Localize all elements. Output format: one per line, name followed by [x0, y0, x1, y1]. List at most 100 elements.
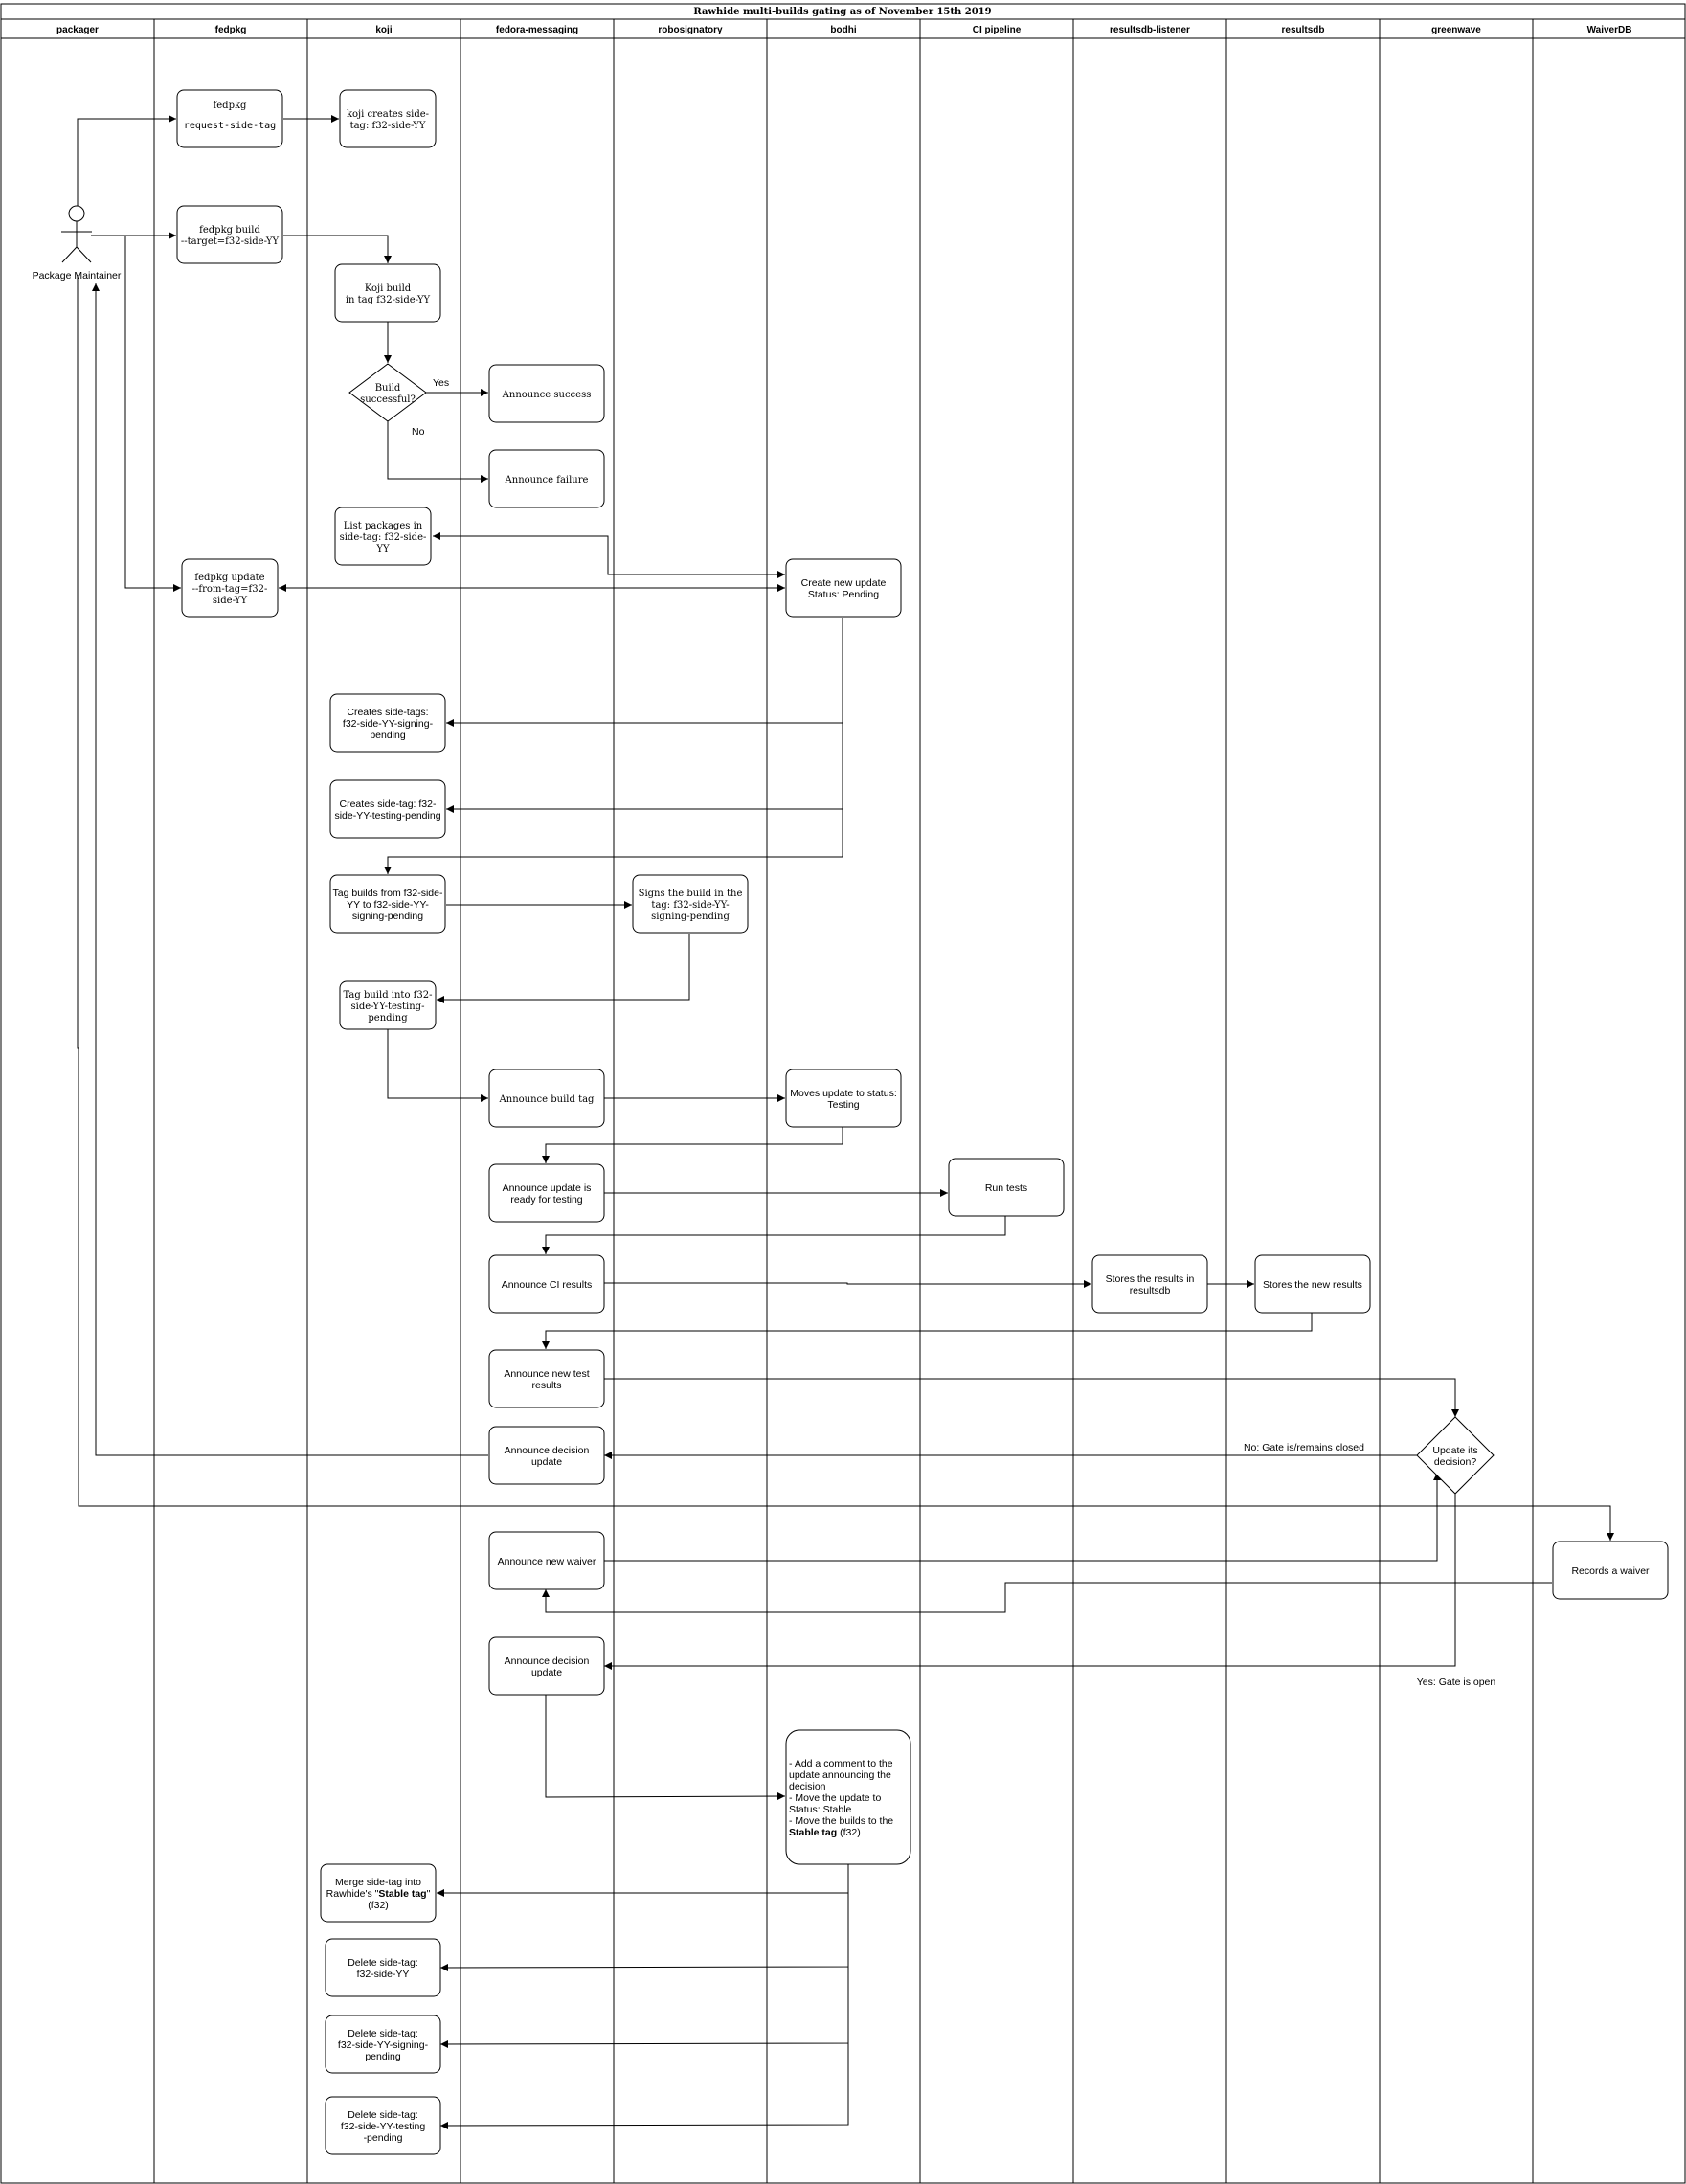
pool-frame: [0, 3, 1686, 2184]
node-label-line: - Move the builds to the: [789, 1815, 893, 1827]
node-label-line: Announce success: [502, 390, 592, 400]
node-ann-build-tag: Announce build tag: [488, 1069, 605, 1128]
node-label-line: Stable tag (f32): [789, 1827, 861, 1838]
node-label-line: Status: Stable: [789, 1804, 852, 1815]
lane-header-resultsdb: resultsdb: [1281, 25, 1324, 35]
node-label-line: --from-tag=f32-: [192, 584, 268, 595]
gate-closed-label: No: Gate is/remains closed: [1244, 1442, 1364, 1453]
node-label-line: fedpkg build: [199, 225, 260, 236]
node-label-line: update: [531, 1667, 562, 1678]
node-label-line: side-YY-testing-pending: [334, 810, 440, 822]
node-label-line: Announce build tag: [499, 1094, 596, 1105]
lane-header-bodhi: bodhi: [830, 25, 856, 35]
node-label-line: Stores the new results: [1263, 1279, 1362, 1291]
node-koji-side-tag: koji creates side-tag: f32-side-YY: [339, 89, 437, 148]
edge-waiver-announce-to-greenwave: [604, 1473, 1441, 1562]
node-del-signing: Delete side-tag:f32-side-YY-signing-pend…: [325, 2015, 441, 2074]
node-label-line: YY to f32-side-YY-: [347, 899, 429, 911]
node-ann-success: Announce success: [488, 364, 605, 423]
node-label-line: Merge side-tag into: [335, 1877, 421, 1888]
edge-moves-to-ready: [542, 1127, 843, 1163]
node-label-line: update: [531, 1456, 562, 1468]
node-label-line: Announce update is: [503, 1182, 592, 1194]
yes-label: Yes: [433, 377, 449, 389]
node-label-line: resultsdb: [1130, 1285, 1171, 1296]
edge-tag-to-announce-build-tag: [387, 1029, 488, 1102]
node-label-line: Run tests: [985, 1182, 1027, 1194]
node-request-side-tag: fedpkg request-side-tag: [176, 89, 283, 148]
edge-run-tests-to-ci-results: [542, 1216, 1006, 1254]
node-label-line: Announce decision: [505, 1655, 590, 1667]
node-label-line: Announce decision: [505, 1445, 590, 1456]
edge-stores-new-to-announce-results: [542, 1313, 1313, 1349]
node-records-waiver: Records a waiver: [1552, 1541, 1669, 1600]
node-label-line: fedpkg update: [194, 573, 264, 583]
node-label-line: Signs the build in the: [639, 889, 743, 899]
edge-bodhi-to-testing-pending: [446, 723, 843, 813]
edge-bodhi-to-tag-builds: [384, 809, 843, 874]
node-label-line: decision?: [1434, 1456, 1477, 1468]
node-label-line: f32-side-YY-signing-: [338, 2039, 429, 2051]
no-label: No: [412, 426, 425, 438]
edge-ci-results-to-stores-rdb: [604, 1280, 1091, 1288]
lane-header-ci-pipeline: CI pipeline: [973, 25, 1022, 35]
node-label-line: pending: [365, 2051, 401, 2062]
node-tag-into-testing: Tag build into f32-side-YY-testing-pendi…: [339, 980, 437, 1030]
lane-header-koji: koji: [375, 25, 392, 35]
node-label-line: - Add a comment to the: [789, 1758, 893, 1769]
node-label-line: Creates side-tags:: [347, 707, 428, 718]
edge-create-update-to-list-packages: [433, 532, 785, 578]
node-label-line: Delete side-tag:: [348, 2028, 418, 2039]
node-label-line: pending: [370, 730, 406, 741]
node-test-pending: Creates side-tag: f32-side-YY-testing-pe…: [329, 779, 446, 839]
gate-open-label: Yes: Gate is open: [1417, 1677, 1496, 1688]
edge-bodhi-to-delete-signing: [439, 1967, 849, 2048]
node-label-line: Rawhide's "Stable tag": [326, 1888, 431, 1900]
edge-bodhi-to-delete-side: [439, 1893, 849, 1971]
node-sig-pending: Creates side-tags:f32-side-YY-signing-pe…: [329, 693, 446, 753]
node-label-line: Build: [375, 383, 401, 394]
node-label-line: (f32): [368, 1900, 389, 1911]
node-label-line: f32-side-YY: [357, 1969, 410, 1980]
edge-gate-open-to-decision: [604, 1494, 1456, 1670]
lane-header-packager: packager: [56, 25, 99, 35]
node-label-line: f32-side-YY-signing-: [343, 718, 434, 730]
node-label: request-side-tag: [184, 121, 276, 131]
node-ann-waiver: Announce new waiver: [488, 1531, 605, 1590]
node-label-line: tag: f32-side-YY-: [651, 900, 729, 911]
lane-header-fedpkg: fedpkg: [215, 25, 247, 35]
node-label-line: Create new update: [801, 577, 887, 589]
node-stores-new: Stores the new results: [1254, 1254, 1371, 1314]
edge-decision-to-maintainer: [92, 283, 488, 1456]
edge-actor-to-request-side-tag: [77, 115, 176, 206]
node-label-line: -pending: [364, 2132, 403, 2144]
node-label-line: Update its: [1432, 1445, 1477, 1456]
node-label-line: List packages in: [344, 521, 423, 531]
node-label-line: Announce new waiver: [498, 1556, 596, 1567]
node-label-line: ready for testing: [510, 1194, 582, 1205]
node-label-line: tag: f32-side-YY: [350, 121, 426, 131]
edge-build-to-koji-build: [283, 235, 392, 263]
node-label-line: Stores the results in: [1106, 1273, 1195, 1285]
lane-header-greenwave: greenwave: [1431, 25, 1481, 35]
edge-maintainer-to-waiverdb: [77, 275, 1614, 1541]
node-fedpkg-update: fedpkg update--from-tag=f32-side-YY: [181, 558, 279, 618]
node-label-line: signing-pending: [352, 911, 423, 922]
node-label-line: Announce CI results: [502, 1279, 593, 1291]
node-label-line: side-YY: [213, 596, 248, 606]
node-del-side: Delete side-tag:f32-side-YY: [325, 1938, 441, 1997]
node-label-line: --target=f32-side-YY: [181, 236, 280, 247]
